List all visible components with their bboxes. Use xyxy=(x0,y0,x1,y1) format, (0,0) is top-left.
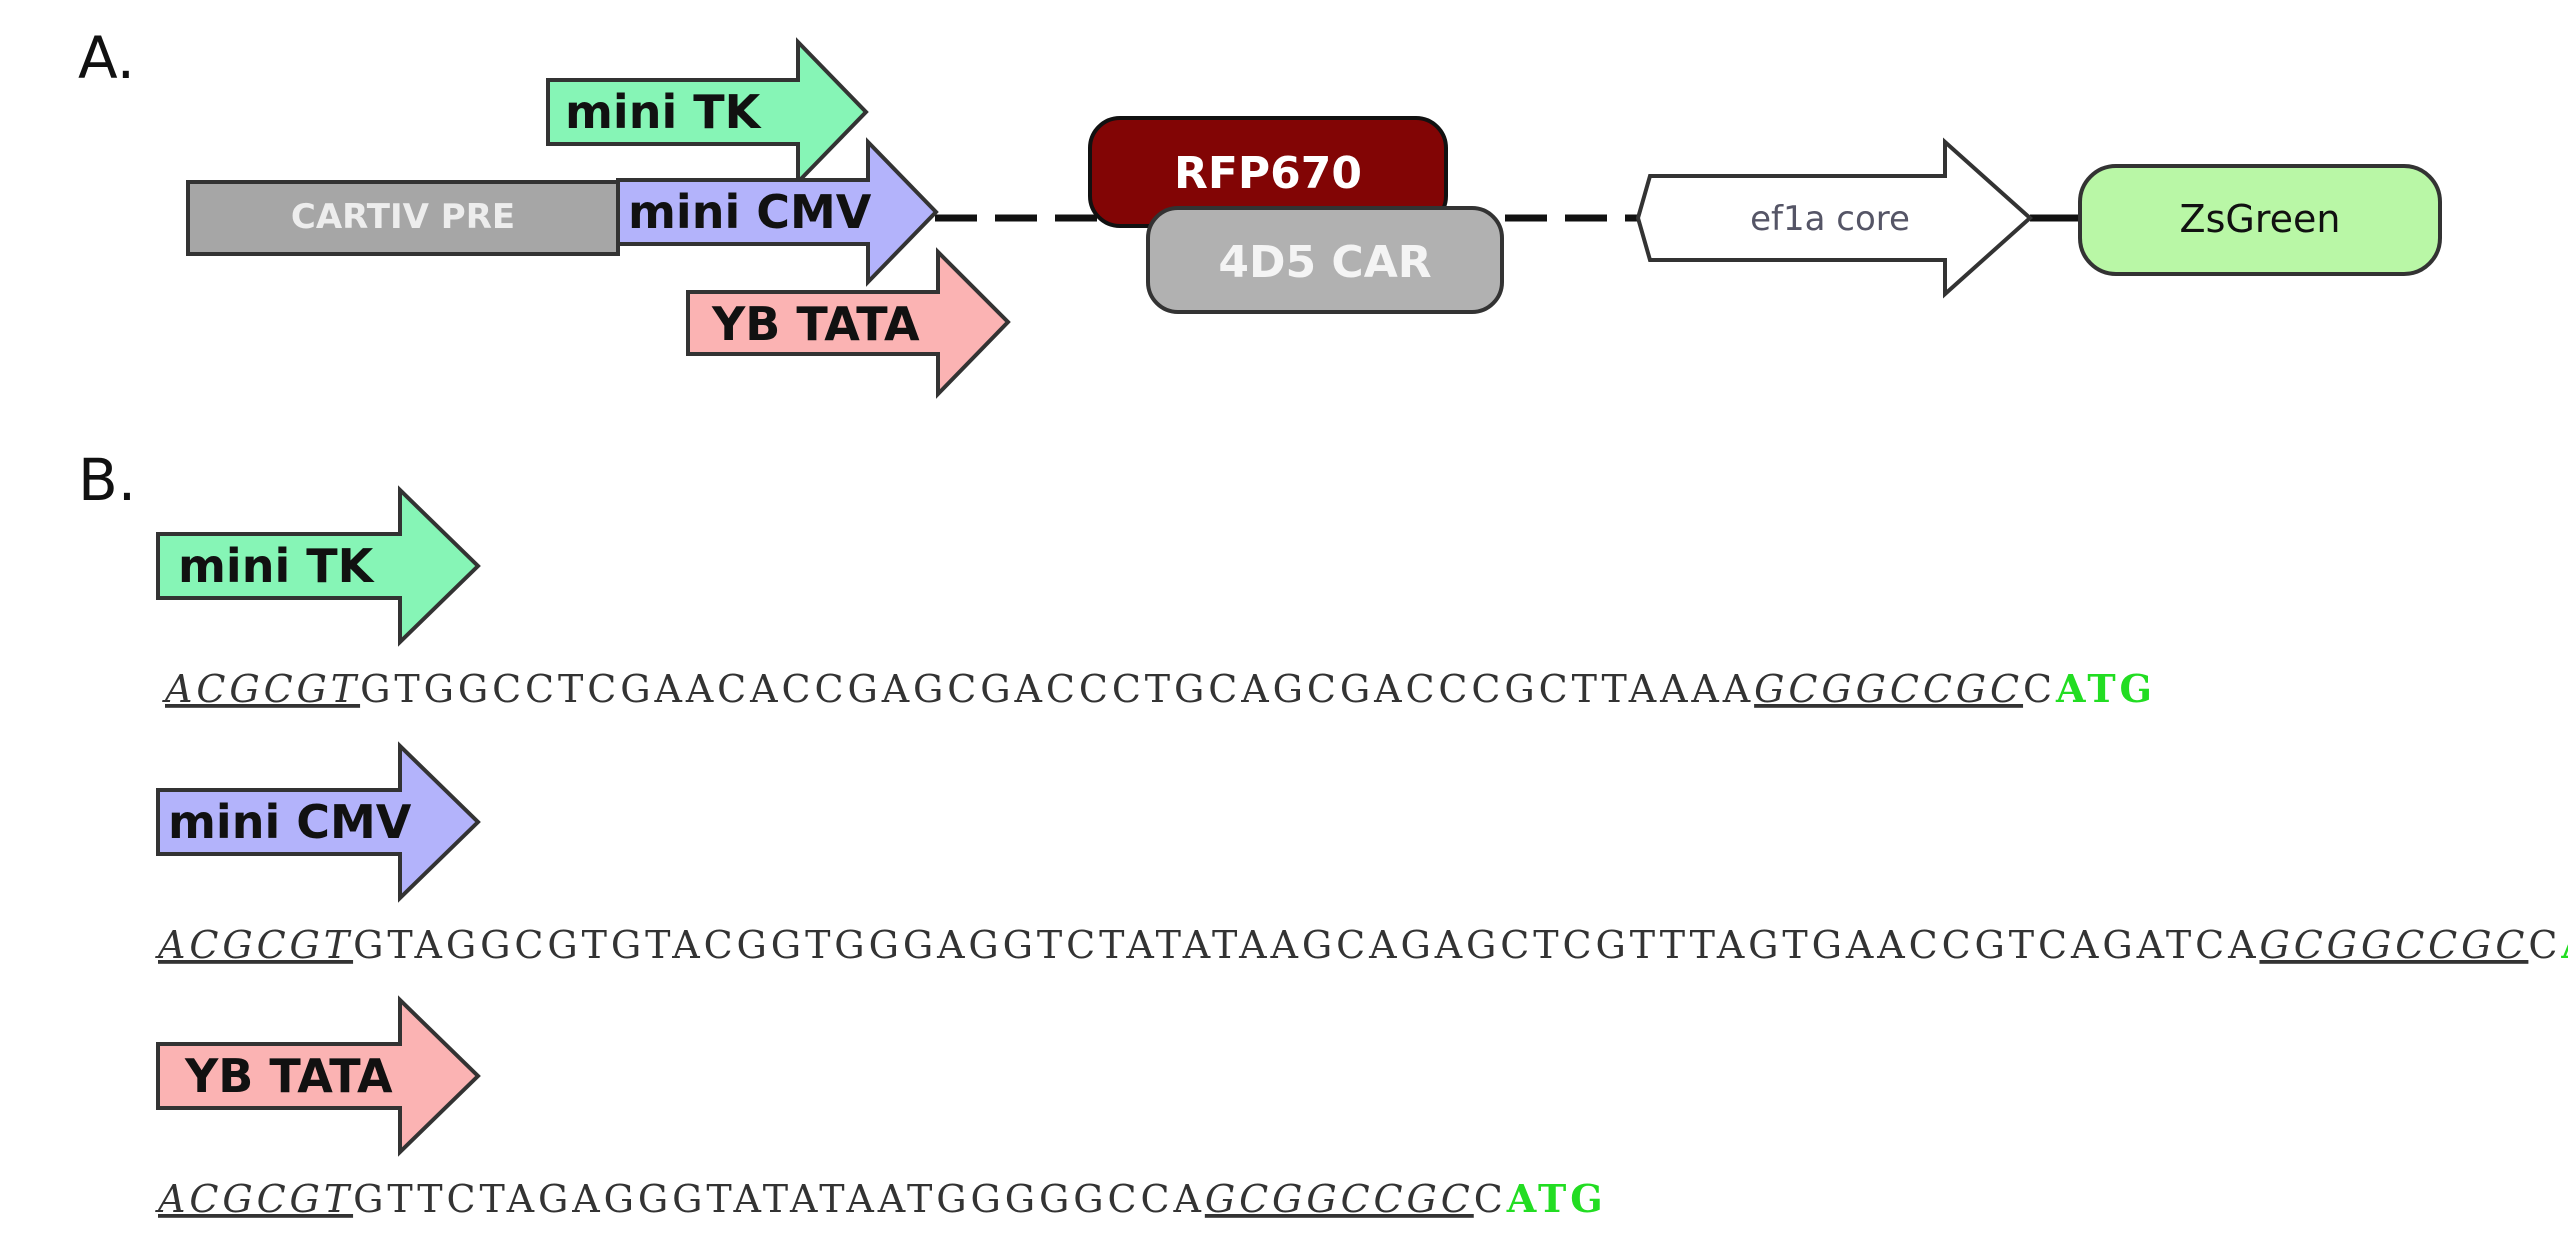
zsgreen-element: ZsGreen xyxy=(2078,164,2442,276)
ef1a-core-arrow: ef1a core xyxy=(1635,137,2034,299)
spacer-base: C xyxy=(2023,667,2056,711)
promoter-mini-tk: mini TK ACGCGTGTGGCCTCGAACACCGAGCGACCCTG… xyxy=(156,485,2156,711)
panel-a-label: A. xyxy=(78,24,135,92)
mini-cmv-label: mini CMV xyxy=(628,185,872,239)
promoter-yb-tata-label: YB TATA xyxy=(184,1049,393,1103)
start-codon: ATG xyxy=(2560,922,2568,967)
promoter-mini-tk-label: mini TK xyxy=(178,539,376,593)
restriction-site-3prime: GCGGCCGC xyxy=(2259,923,2528,967)
rfp670-label: RFP670 xyxy=(1174,148,1362,199)
promoter-mini-cmv: mini CMV ACGCGTGTAGGCGTGTACGGTGGGAGGTCTA… xyxy=(155,741,2568,967)
mini-tk-arrow: mini TK xyxy=(546,37,869,187)
promoter-core-sequence: GTTCTAGAGGGTATATAATGGGGGCCA xyxy=(353,1177,1205,1221)
sequence-yb-tata: ACGCGTGTTCTAGAGGGTATATAATGGGGGCCAGCGGCCG… xyxy=(155,1176,1607,1221)
car-4d5-label: 4D5 CAR xyxy=(1218,237,1431,288)
panel-b-label: B. xyxy=(78,446,136,514)
cartiv-pre-label: CARTIV PRE xyxy=(291,197,515,237)
restriction-site-5prime: ACGCGT xyxy=(155,923,353,967)
mini-cmv-arrow: mini CMV xyxy=(616,137,939,287)
promoter-yb-tata: YB TATA ACGCGTGTTCTAGAGGGTATATAATGGGGGCC… xyxy=(155,995,1607,1221)
yb-tata-label: YB TATA xyxy=(711,297,920,351)
promoter-core-sequence: GTGGCCTCGAACACCGAGCGACCCTGCAGCGACCCGCTTA… xyxy=(360,667,1754,711)
yb-tata-arrow: YB TATA xyxy=(686,247,1011,399)
ef1a-core-label: ef1a core xyxy=(1750,199,1910,239)
restriction-site-3prime: GCGGCCGC xyxy=(1754,667,2023,711)
car-4d5-element: 4D5 CAR xyxy=(1146,206,1504,314)
start-codon: ATG xyxy=(1506,1176,1607,1221)
promoter-mini-cmv-label: mini CMV xyxy=(168,795,412,849)
sequence-mini-tk: ACGCGTGTGGCCTCGAACACCGAGCGACCCTGCAGCGACC… xyxy=(162,666,2156,711)
restriction-site-5prime: ACGCGT xyxy=(155,1177,353,1221)
cartiv-pre-element: CARTIV PRE xyxy=(186,180,620,256)
sequence-mini-cmv: ACGCGTGTAGGCGTGTACGGTGGGAGGTCTATATAAGCAG… xyxy=(155,922,2568,967)
zsgreen-label: ZsGreen xyxy=(2180,197,2341,241)
mini-tk-label: mini TK xyxy=(565,85,763,139)
restriction-site-3prime: GCGGCCGC xyxy=(1205,1177,1474,1221)
spacer-base: C xyxy=(1474,1177,1507,1221)
spacer-base: C xyxy=(2528,923,2561,967)
restriction-site-5prime: ACGCGT xyxy=(162,667,360,711)
start-codon: ATG xyxy=(2055,666,2156,711)
promoter-core-sequence: GTAGGCGTGTACGGTGGGAGGTCTATATAAGCAGAGCTCG… xyxy=(353,923,2259,967)
